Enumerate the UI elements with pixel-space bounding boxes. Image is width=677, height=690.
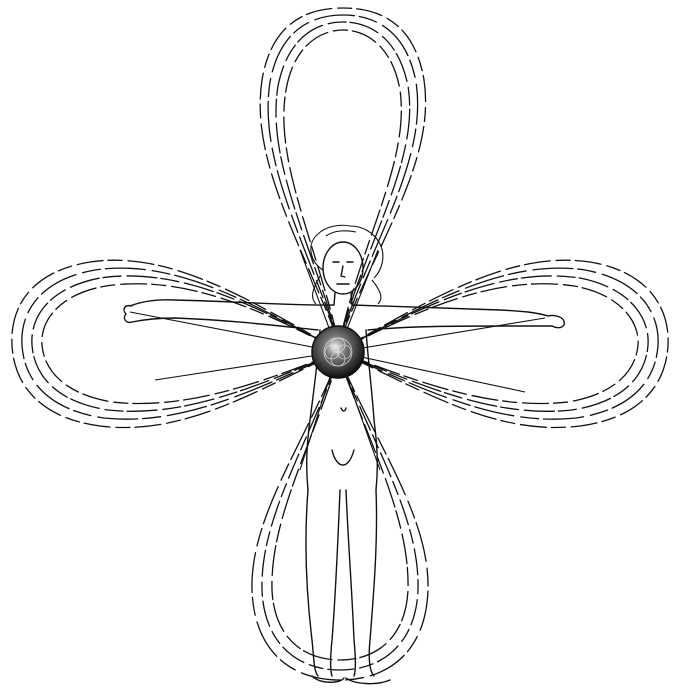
right-leg-inner [346,490,356,676]
left-leg-inner [331,490,341,676]
bottom-energy-loop [252,360,428,680]
left-energy-loop [12,260,338,427]
central-energy-sphere [312,326,364,378]
top-energy-loop [260,8,425,340]
left-leg-outer [306,490,318,676]
right-arm-lower [368,326,552,330]
human-figure [124,242,564,684]
left-hand [124,306,132,323]
right-arm-upper [352,305,548,316]
left-arm-upper [130,300,334,306]
right-leg-outer [369,490,376,676]
torso-right [366,330,377,490]
